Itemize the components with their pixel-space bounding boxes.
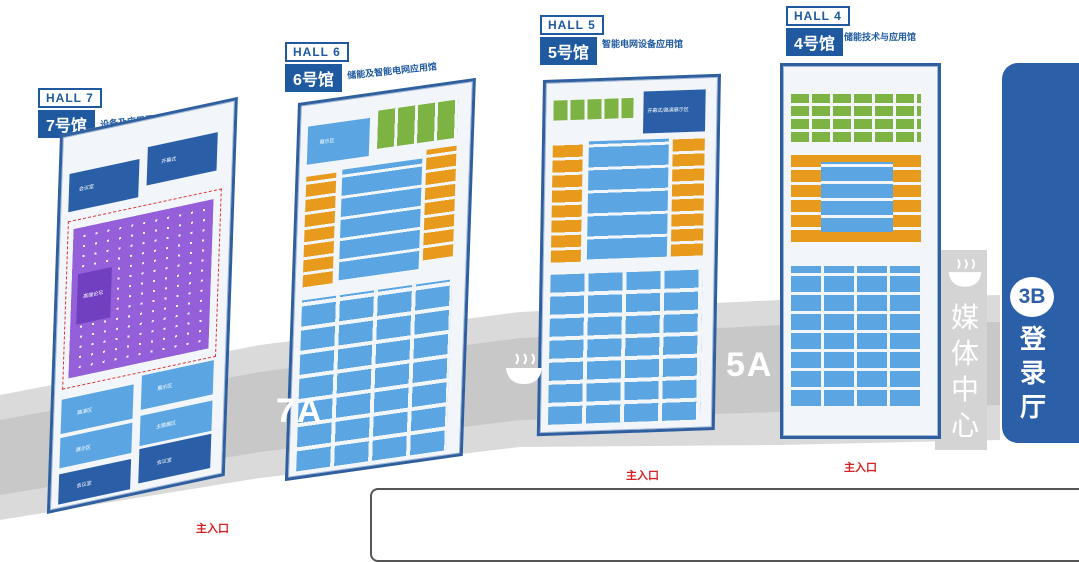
hall7-en: HALL 7 — [38, 88, 102, 108]
hall6-cn: 6号馆 — [285, 64, 342, 92]
restaurant-icon-2 — [948, 258, 982, 287]
registration-code: 3B — [1010, 277, 1054, 317]
main-entrance-hall7[interactable]: 主入口 — [196, 523, 229, 535]
hall5-en: HALL 5 — [540, 15, 604, 35]
hall4-cn: 4号馆 — [786, 28, 843, 56]
corridor-label-5a: 5A — [726, 346, 774, 384]
hall4-en: HALL 4 — [786, 6, 850, 26]
main-entrance-hall5[interactable]: 主入口 — [626, 470, 659, 482]
hall4-tag: HALL 4 4号馆 储能技术与应用馆 — [786, 6, 916, 56]
corridor-label-7a: 7A — [276, 392, 324, 430]
hall5-cn: 5号馆 — [540, 37, 597, 65]
registration-label: 登录厅 — [1019, 324, 1046, 422]
media-center-label: 媒体中心 — [950, 302, 979, 441]
registration-panel[interactable] — [1002, 63, 1079, 443]
hall5-tag: HALL 5 5号馆 智能电网设备应用馆 — [540, 15, 683, 65]
hall4-map[interactable] — [780, 63, 941, 439]
hall6-en: HALL 6 — [285, 42, 349, 62]
restaurant-icon — [506, 353, 542, 384]
hall7-map[interactable]: 会议室 开幕式 高端论坛 路演区 展示区 展示区 主题展区 会议室 会议室 — [46, 96, 238, 515]
legend-box — [370, 488, 1079, 562]
hall5-map[interactable]: 开幕式/路演展示区 — [536, 73, 721, 437]
hall6-tag: HALL 6 6号馆 储能及智能电网应用馆 — [285, 42, 437, 92]
main-entrance-hall4[interactable]: 主入口 — [844, 462, 877, 474]
hall4-subtitle: 储能技术与应用馆 — [844, 32, 917, 42]
hall5-subtitle: 智能电网设备应用馆 — [602, 39, 684, 49]
corridor — [0, 250, 1000, 520]
hall5-zone-1: 开幕式/路演展示区 — [647, 106, 689, 115]
